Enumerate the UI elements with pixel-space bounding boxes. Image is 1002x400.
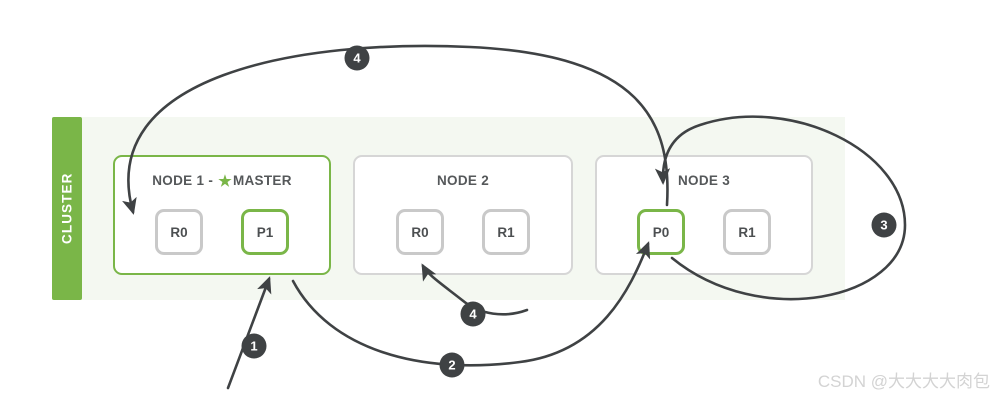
node-box-node-1[interactable]: NODE 1 - ★MASTER R0 P1 <box>113 155 331 275</box>
shard-node-3-r1[interactable]: R1 <box>723 209 771 255</box>
watermark-text: CSDN @大大大大肉包 <box>817 372 990 391</box>
node-box-node-2[interactable]: NODE 2 R0 R1 <box>353 155 573 275</box>
step-badge-3-label: 3 <box>880 218 887 233</box>
node-title-prefix-node-2: NODE 2 <box>436 173 490 188</box>
shard-node-1-r0[interactable]: R0 <box>155 209 203 255</box>
master-star-icon: ★ <box>218 173 232 190</box>
step-badge-4-bottom: 4 <box>460 301 486 327</box>
step-badge-4-bottom-label: 4 <box>469 307 477 322</box>
cluster-label-bar <box>52 117 82 300</box>
step-badge-4-top-label: 4 <box>353 51 361 66</box>
node-title-node-3: NODE 3 <box>597 173 811 188</box>
shard-node-3-p0[interactable]: P0 <box>637 209 685 255</box>
shard-row-node-3: P0 R1 <box>597 209 811 255</box>
node-title-suffix-node-1: MASTER <box>232 173 292 188</box>
shard-row-node-1: R0 P1 <box>115 209 329 255</box>
node-box-node-3[interactable]: NODE 3 P0 R1 <box>595 155 813 275</box>
shard-row-node-2: R0 R1 <box>355 209 571 255</box>
step-badge-1: 1 <box>241 333 267 359</box>
node-title-node-2: NODE 2 <box>355 173 571 188</box>
step-badge-4-top: 4 <box>344 45 370 71</box>
shard-node-2-r0[interactable]: R0 <box>396 209 444 255</box>
step-badge-2-label: 2 <box>448 358 455 373</box>
node-title-prefix-node-1: NODE 1 - <box>152 173 218 188</box>
shard-node-1-p1[interactable]: P1 <box>241 209 289 255</box>
cluster-label-text: CLUSTER <box>59 172 75 245</box>
node-title-node-1: NODE 1 - ★MASTER <box>115 173 329 189</box>
node-title-prefix-node-3: NODE 3 <box>677 173 731 188</box>
step-badge-1-label: 1 <box>250 339 257 354</box>
step-badge-3: 3 <box>871 212 897 238</box>
step-badge-2: 2 <box>439 352 465 378</box>
shard-node-2-r1[interactable]: R1 <box>482 209 530 255</box>
